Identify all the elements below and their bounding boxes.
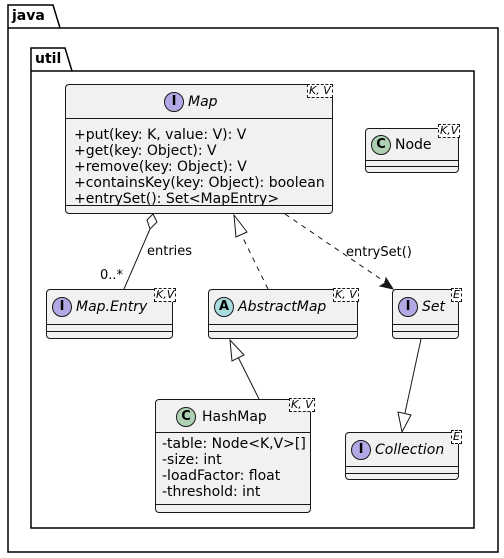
class-name: Node	[395, 137, 432, 153]
class-set[interactable]: I Set E	[392, 288, 462, 339]
class-hash-map[interactable]: C HashMap K, V -table: Node<K,V>[] -size…	[155, 398, 315, 513]
class-name: Map	[188, 94, 218, 110]
generalization-hashmap-abstractmap	[229, 338, 260, 400]
member: -table: Node<K,V>[]	[162, 436, 306, 452]
type-params: K, V	[289, 398, 315, 412]
class-icon: C	[176, 407, 196, 427]
separator	[66, 205, 332, 206]
separator	[366, 166, 458, 167]
member-list: -table: Node<K,V>[] -size: int -loadFact…	[162, 436, 306, 500]
separator	[47, 324, 172, 325]
aggregation-map-entries	[123, 213, 158, 290]
package-util-label: util	[35, 51, 62, 67]
member: +entrySet(): Set<MapEntry>	[74, 191, 280, 207]
member: +remove(key: Object): V	[74, 159, 247, 175]
class-name: Set	[422, 299, 445, 315]
relation-label-entries: entries	[147, 244, 193, 259]
member: +put(key: K, value: V): V	[74, 127, 247, 143]
type-params: E	[451, 288, 462, 302]
type-params: K, V	[333, 288, 359, 302]
separator	[393, 331, 458, 332]
separator	[47, 331, 172, 332]
member: -loadFactor: float	[162, 468, 281, 484]
class-map[interactable]: I Map K, V +put(key: K, value: V): V +ge…	[65, 84, 333, 214]
dependency-map-set	[284, 213, 395, 290]
member: +containsKey(key: Object): boolean	[74, 175, 325, 191]
separator	[66, 118, 332, 119]
member-list: +put(key: K, value: V): V +get(key: Obje…	[74, 127, 325, 207]
type-params: K,V	[438, 124, 461, 138]
separator	[156, 504, 310, 505]
generalization-set-collection	[397, 338, 422, 434]
class-map-entry[interactable]: I Map.Entry K,V	[46, 288, 177, 339]
relation-label-entryset: entrySet()	[346, 245, 412, 260]
class-name: Collection	[375, 442, 445, 458]
separator	[209, 324, 357, 325]
member: -threshold: int	[162, 484, 261, 500]
package-java-label: java	[12, 8, 45, 24]
interface-icon: I	[164, 92, 184, 112]
interface-icon: I	[52, 297, 72, 317]
class-abstract-map[interactable]: A AbstractMap K, V	[208, 288, 359, 339]
class-name: AbstractMap	[238, 299, 327, 315]
class-node[interactable]: C Node K,V	[365, 124, 461, 173]
type-params: K,V	[154, 288, 177, 302]
class-name: Map.Entry	[76, 299, 148, 315]
type-params: E	[451, 430, 462, 444]
separator	[156, 432, 310, 433]
interface-icon: I	[351, 440, 371, 460]
class-icon: C	[371, 135, 391, 155]
realization-abstractmap-map	[233, 213, 269, 290]
member: -size: int	[162, 452, 222, 468]
separator	[366, 160, 458, 161]
type-params: K, V	[307, 84, 333, 98]
class-name: HashMap	[202, 409, 267, 425]
abstract-icon: A	[214, 297, 234, 317]
separator	[346, 473, 458, 474]
separator	[209, 331, 357, 332]
relation-multiplicity: 0..*	[100, 268, 124, 283]
separator	[346, 466, 458, 467]
member: +get(key: Object): V	[74, 143, 217, 159]
class-collection[interactable]: I Collection E	[345, 430, 462, 480]
separator	[393, 324, 458, 325]
interface-icon: I	[398, 297, 418, 317]
